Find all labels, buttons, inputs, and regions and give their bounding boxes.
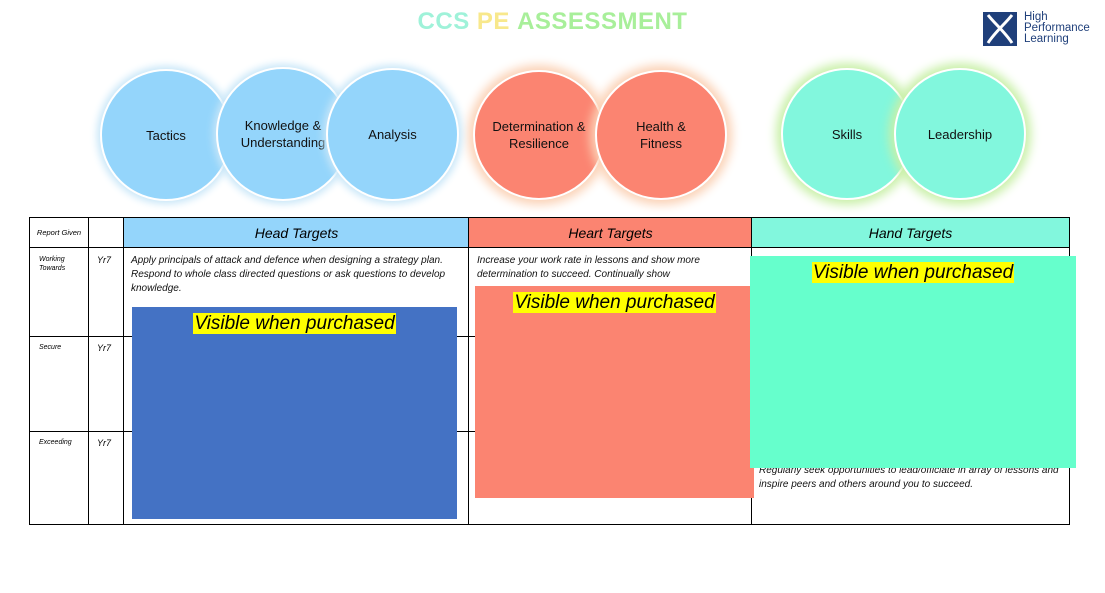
circle-leadership: Leadership [894, 68, 1026, 200]
circle-skills: Skills [781, 68, 913, 200]
circle-analysis: Analysis [326, 68, 459, 201]
circle-leadership-label: Leadership [927, 126, 993, 142]
year-secure: Yr7 [97, 343, 112, 353]
head-targets-label: Head Targets [254, 224, 339, 241]
report-given-label: Report Given [36, 227, 82, 237]
circle-tactics-label: Tactics [146, 127, 186, 143]
head-overlay-text: Visible when purchased [193, 313, 396, 334]
heart-overlay-text: Visible when purchased [513, 292, 716, 313]
row-label-working-towards: Working Towards [39, 256, 66, 272]
title-part-ccs: CCS [417, 8, 477, 35]
hand-overlay-text: Visible when purchased [811, 262, 1015, 283]
circle-health-line1: Health & [636, 119, 686, 134]
hand-overlay-label: Visible when purchased [750, 262, 1076, 284]
hpl-logo: High Performance Learning [983, 11, 1103, 48]
circle-tactics: Tactics [100, 69, 232, 201]
heart-targets-header: Heart Targets [469, 218, 752, 248]
circle-determination: Determination & Resilience [473, 70, 605, 200]
hpl-logo-icon [983, 12, 1017, 46]
year-working-towards: Yr7 [97, 255, 112, 265]
heart-targets-label: Heart Targets [568, 224, 653, 241]
logo-line-3: Learning [1024, 33, 1069, 45]
table-divider [123, 218, 124, 524]
heart-purchase-overlay: Visible when purchased [475, 286, 754, 498]
heart-overlay-label: Visible when purchased [475, 292, 754, 314]
logo-line-1: High [1024, 11, 1048, 23]
head-purchase-overlay: Visible when purchased [132, 307, 457, 519]
row-label-secure: Secure [39, 344, 62, 351]
title-part-assessment: ASSESSMENT [517, 8, 688, 35]
assessment-table: Report Given Head Targets Heart Targets … [29, 217, 1070, 525]
year-exceeding: Yr7 [97, 438, 112, 448]
hand-purchase-overlay: Visible when purchased [750, 256, 1076, 468]
circle-determination-line2: Resilience [509, 136, 569, 151]
report-given-header: Report Given [30, 218, 88, 248]
circle-determination-line1: Determination & [492, 119, 586, 134]
circle-knowledge-label: Knowledge & Understanding [241, 117, 326, 151]
head-targets-header: Head Targets [124, 218, 469, 248]
year-header [88, 218, 124, 248]
table-divider [468, 218, 469, 524]
circle-knowledge-line2: Understanding [240, 135, 326, 150]
circle-health: Health & Fitness [595, 70, 727, 200]
title-part-pe: PE [476, 8, 518, 35]
head-working-line-2: Respond to whole class directed question… [131, 269, 446, 294]
head-working-line-1: Apply principals of attack and defence w… [131, 255, 443, 266]
circle-skills-label: Skills [831, 126, 863, 142]
table-divider [88, 218, 89, 524]
row-label-exceeding: Exceeding [39, 439, 72, 446]
circle-analysis-label: Analysis [368, 127, 417, 142]
logo-text: High Performance Learning [1024, 11, 1090, 45]
page-title: CCS PE ASSESSMENT [0, 8, 1105, 36]
circle-health-line2: Fitness [640, 136, 682, 151]
head-overlay-label: Visible when purchased [132, 313, 457, 335]
circle-determination-label: Determination & Resilience [492, 118, 585, 152]
heart-working-text: Increase your work rate in lessons and s… [477, 255, 700, 280]
hand-targets-label: Hand Targets [868, 224, 953, 241]
circle-knowledge-line1: Knowledge & [244, 118, 322, 133]
circle-health-label: Health & Fitness [636, 118, 686, 152]
hand-exceeding-text: Regularly seek opportunities to lead/off… [759, 465, 1059, 490]
logo-line-2: Performance [1024, 22, 1090, 34]
hand-targets-header: Hand Targets [752, 218, 1069, 248]
head-working-text: Apply principals of attack and defence w… [131, 254, 451, 296]
